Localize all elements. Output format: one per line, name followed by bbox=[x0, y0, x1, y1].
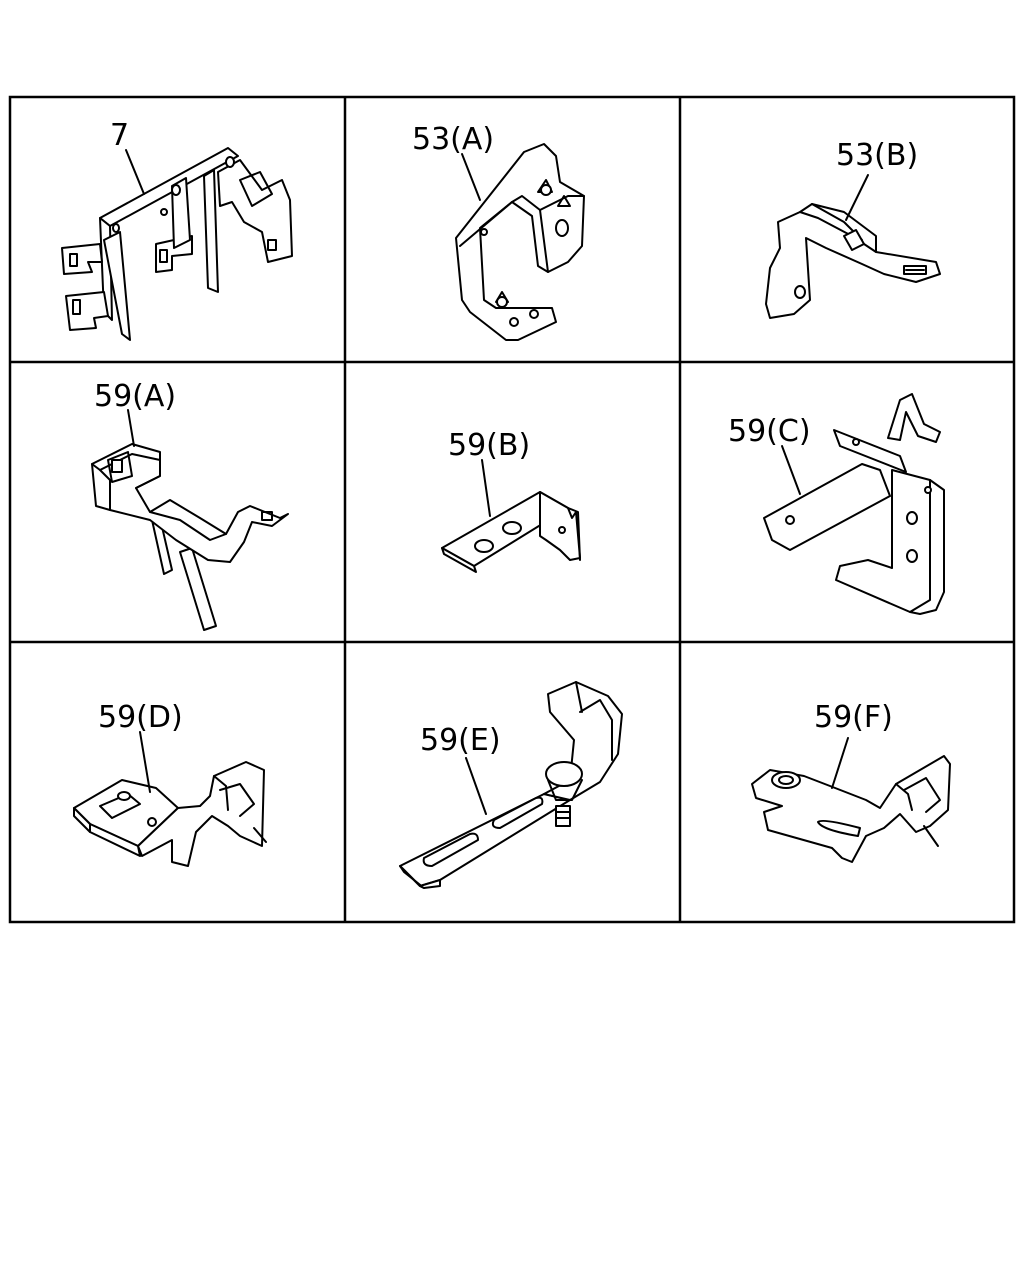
part-59f-drawing bbox=[751, 755, 951, 863]
part-59e-drawing bbox=[399, 681, 623, 889]
part-59d-drawing bbox=[73, 761, 267, 867]
part-59a-label: 59(A) bbox=[94, 379, 176, 414]
part-59f-label: 59(F) bbox=[814, 700, 893, 735]
part-7-cell: 7 bbox=[61, 118, 293, 341]
part-53b-cell: 53(B) bbox=[765, 138, 941, 319]
part-59e-cell: 59(E) bbox=[399, 681, 623, 889]
part-53a-label: 53(A) bbox=[412, 122, 494, 157]
parts-grid bbox=[8, 95, 1016, 924]
part-7-label: 7 bbox=[110, 118, 129, 153]
part-59c-cell: 59(C) bbox=[728, 393, 945, 615]
part-59f-cell: 59(F) bbox=[751, 700, 951, 863]
part-59a-drawing bbox=[91, 443, 289, 631]
part-59a-cell: 59(A) bbox=[91, 379, 289, 631]
part-53a-drawing bbox=[455, 143, 585, 341]
part-59d-leader bbox=[139, 731, 151, 793]
grid-border bbox=[8, 95, 1016, 924]
part-59b-label: 59(B) bbox=[448, 428, 530, 463]
part-59b-drawing bbox=[441, 491, 581, 573]
part-53a-leader bbox=[461, 153, 481, 201]
part-53b-drawing bbox=[765, 203, 941, 319]
part-59b-leader bbox=[481, 459, 491, 517]
part-59c-drawing bbox=[763, 393, 945, 615]
part-59e-label: 59(E) bbox=[420, 723, 501, 758]
part-53a-cell: 53(A) bbox=[412, 122, 585, 341]
part-59c-label: 59(C) bbox=[728, 414, 811, 449]
part-59e-leader bbox=[465, 757, 487, 815]
part-53b-label: 53(B) bbox=[836, 138, 918, 173]
part-59c-leader bbox=[781, 445, 801, 495]
part-59a-leader bbox=[127, 409, 135, 447]
part-59b-cell: 59(B) bbox=[441, 428, 581, 573]
part-59d-label: 59(D) bbox=[98, 700, 183, 735]
part-7-leader bbox=[125, 149, 145, 195]
part-59d-cell: 59(D) bbox=[73, 700, 267, 867]
part-59f-leader bbox=[831, 737, 849, 789]
part-53b-leader bbox=[845, 174, 869, 221]
part-7-drawing bbox=[61, 147, 293, 341]
